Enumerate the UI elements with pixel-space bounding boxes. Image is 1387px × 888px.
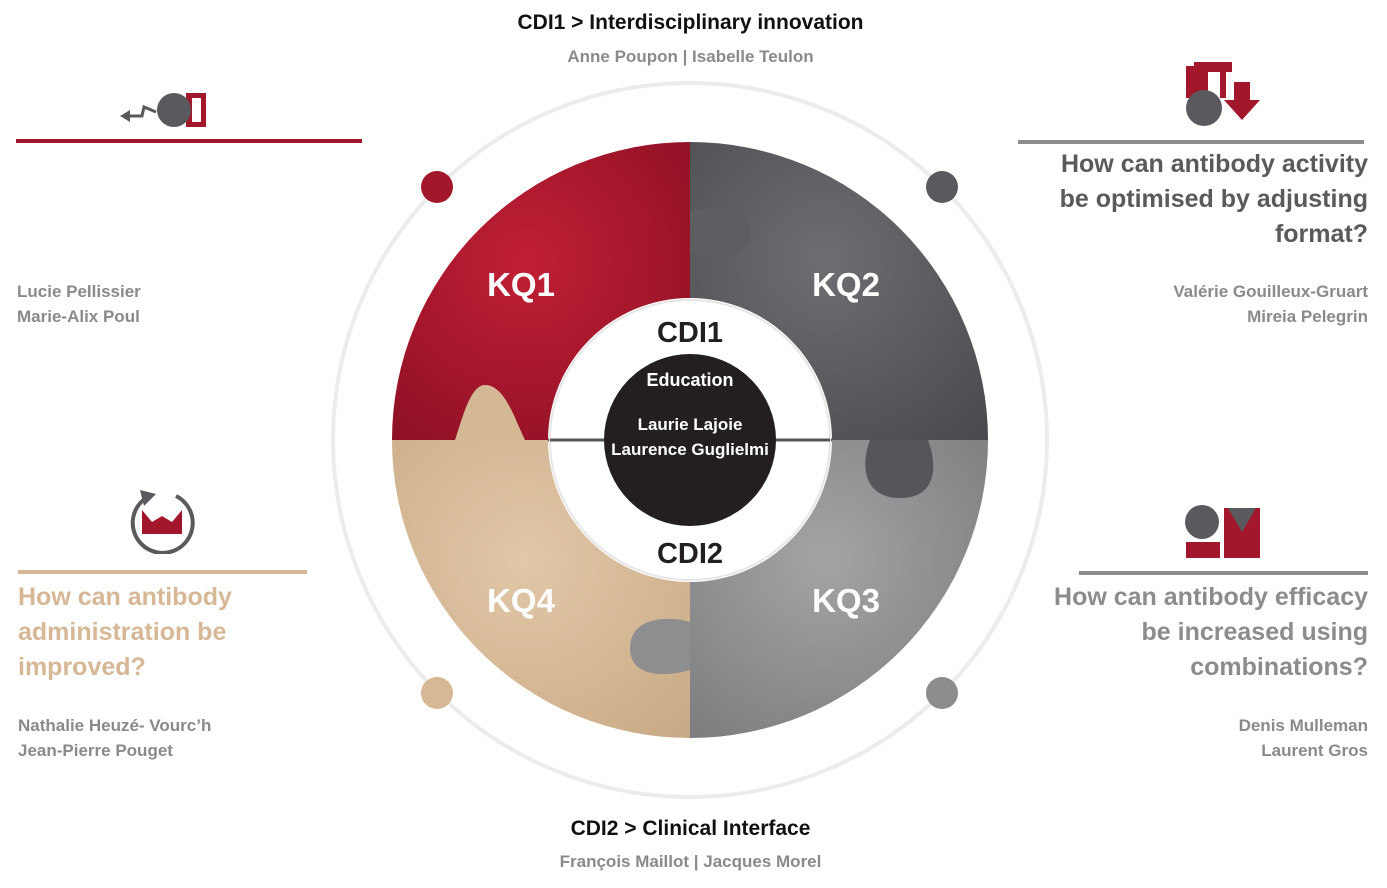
kq3-question-line-1: How can antibody efficacy — [1054, 583, 1368, 611]
target-hit-icon — [120, 93, 206, 127]
kq1-rule — [16, 139, 362, 143]
kq4-question: How can antibody administration be impro… — [18, 580, 378, 685]
kq4-leads: Nathalie Heuzé- Vourc’h Jean-Pierre Poug… — [18, 713, 211, 763]
cdi2-leads: François Maillot | Jacques Morel — [559, 852, 822, 871]
kq2-lead-1: Valérie Gouilleux-Gruart — [1173, 282, 1368, 301]
kq3-lead-1: Denis Mulleman — [1238, 716, 1368, 735]
kq1-knob — [455, 385, 525, 440]
kq3-piece — [690, 440, 988, 738]
kq2-question: How can antibody activity be optimised b… — [920, 147, 1368, 252]
cdi1-leads: Anne Poupon | Isabelle Teulon — [567, 47, 814, 66]
education-lead-2: Laurence Guglielmi — [611, 440, 769, 459]
education-label: Education — [646, 370, 733, 390]
kq2-leads: Valérie Gouilleux-Gruart Mireia Pelegrin — [1000, 279, 1368, 329]
administration-cycle-icon — [130, 490, 195, 554]
kq2-rule — [1018, 140, 1364, 144]
kq1-dot — [421, 171, 453, 203]
cdi2-title: CDI2 > Clinical Interface — [570, 817, 811, 840]
kq1-leads: Lucie Pellissier Marie-Alix Poul — [17, 279, 141, 329]
kq4-lead-1: Nathalie Heuzé- Vourc’h — [18, 716, 212, 735]
kq4-lead-2: Jean-Pierre Pouget — [18, 741, 173, 760]
kq2-label: KQ2 — [812, 266, 880, 303]
kq2-question-line-1: How can antibody activity — [1060, 150, 1368, 178]
kq3-knob — [865, 440, 934, 498]
cdi1-title: CDI1 > Interdisciplinary innovation — [517, 11, 864, 34]
kq4-knob — [630, 618, 690, 675]
kq3-label: KQ3 — [812, 582, 880, 619]
education-core — [604, 354, 776, 526]
kq2-lead-2: Mireia Pelegrin — [1247, 307, 1368, 326]
cdi2-center-label: CDI2 — [657, 538, 723, 570]
kq2-question-line-3: format? — [1274, 220, 1368, 248]
kq3-question-line-3: combinations? — [1190, 653, 1368, 681]
kq1-lead-2: Marie-Alix Poul — [17, 307, 140, 326]
kq4-rule — [18, 570, 307, 574]
kq4-question-line-2: administration be — [18, 618, 227, 646]
kq3-lead-2: Laurent Gros — [1261, 741, 1368, 760]
cdi1-center-label: CDI1 — [657, 317, 723, 349]
kq4-piece — [392, 440, 690, 738]
kq2-dot — [926, 171, 958, 203]
kq4-question-line-1: How can antibody — [18, 583, 232, 611]
kq2-question-line-2: be optimised by adjusting — [1059, 185, 1368, 213]
kq4-label: KQ4 — [487, 582, 556, 619]
education-lead-1: Laurie Lajoie — [638, 415, 743, 434]
kq1-lead-1: Lucie Pellissier — [17, 282, 141, 301]
kq3-rule — [1079, 571, 1368, 575]
kq4-dot — [421, 677, 453, 709]
kq1-piece — [392, 142, 690, 440]
combination-icon — [1185, 505, 1260, 558]
kq4-question-line-3: improved? — [18, 653, 146, 681]
format-adjust-icon — [1186, 62, 1260, 126]
kq3-question: How can antibody efficacy be increased u… — [920, 580, 1368, 685]
kq3-dot — [926, 677, 958, 709]
kq2-piece — [690, 142, 988, 440]
kq2-knob — [690, 207, 750, 257]
kq3-leads: Denis Mulleman Laurent Gros — [1000, 713, 1368, 763]
outer-ring — [331, 81, 1049, 799]
kq1-label: KQ1 — [487, 266, 555, 303]
kq3-question-line-2: be increased using — [1141, 618, 1368, 646]
